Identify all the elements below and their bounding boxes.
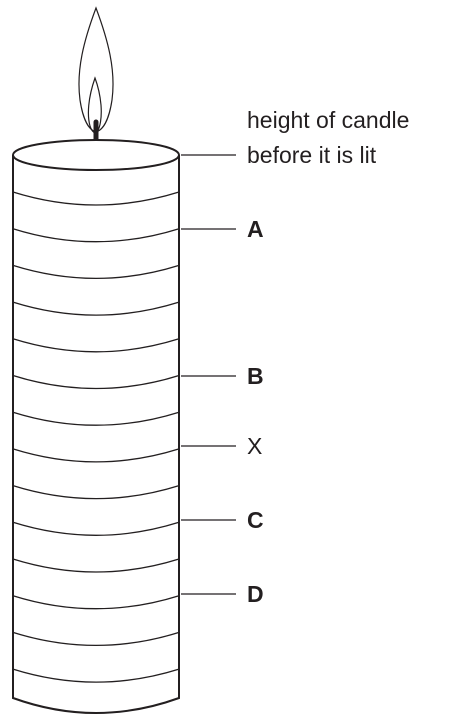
- marker-label-a: A: [247, 216, 264, 242]
- candle-band: [12, 484, 180, 500]
- marker-label-x: X: [247, 433, 262, 459]
- top-label-line2: before it is lit: [247, 142, 377, 168]
- candle-band: [12, 631, 180, 647]
- candle-band: [12, 338, 180, 353]
- candle-bands: [12, 191, 180, 683]
- flame-outer: [78, 6, 114, 133]
- candle-band: [12, 668, 180, 683]
- candle-band: [12, 191, 180, 206]
- marker-label-c: C: [247, 507, 264, 533]
- candle-band: [12, 264, 180, 280]
- candle-band: [12, 595, 180, 610]
- candle-band: [12, 448, 180, 463]
- candle-band: [12, 228, 180, 243]
- candle-top: [12, 139, 180, 171]
- candle-band: [12, 411, 180, 426]
- flame: [78, 6, 114, 134]
- candle-band: [12, 374, 180, 390]
- candle-band: [12, 521, 180, 536]
- top-label-line1: height of candle: [247, 107, 409, 133]
- candle-outline: [12, 155, 180, 714]
- candle-body: [12, 139, 180, 714]
- candle-band: [12, 558, 180, 573]
- marker-label-b: B: [247, 363, 264, 389]
- marker-label-d: D: [247, 581, 264, 607]
- candle-band: [12, 301, 180, 316]
